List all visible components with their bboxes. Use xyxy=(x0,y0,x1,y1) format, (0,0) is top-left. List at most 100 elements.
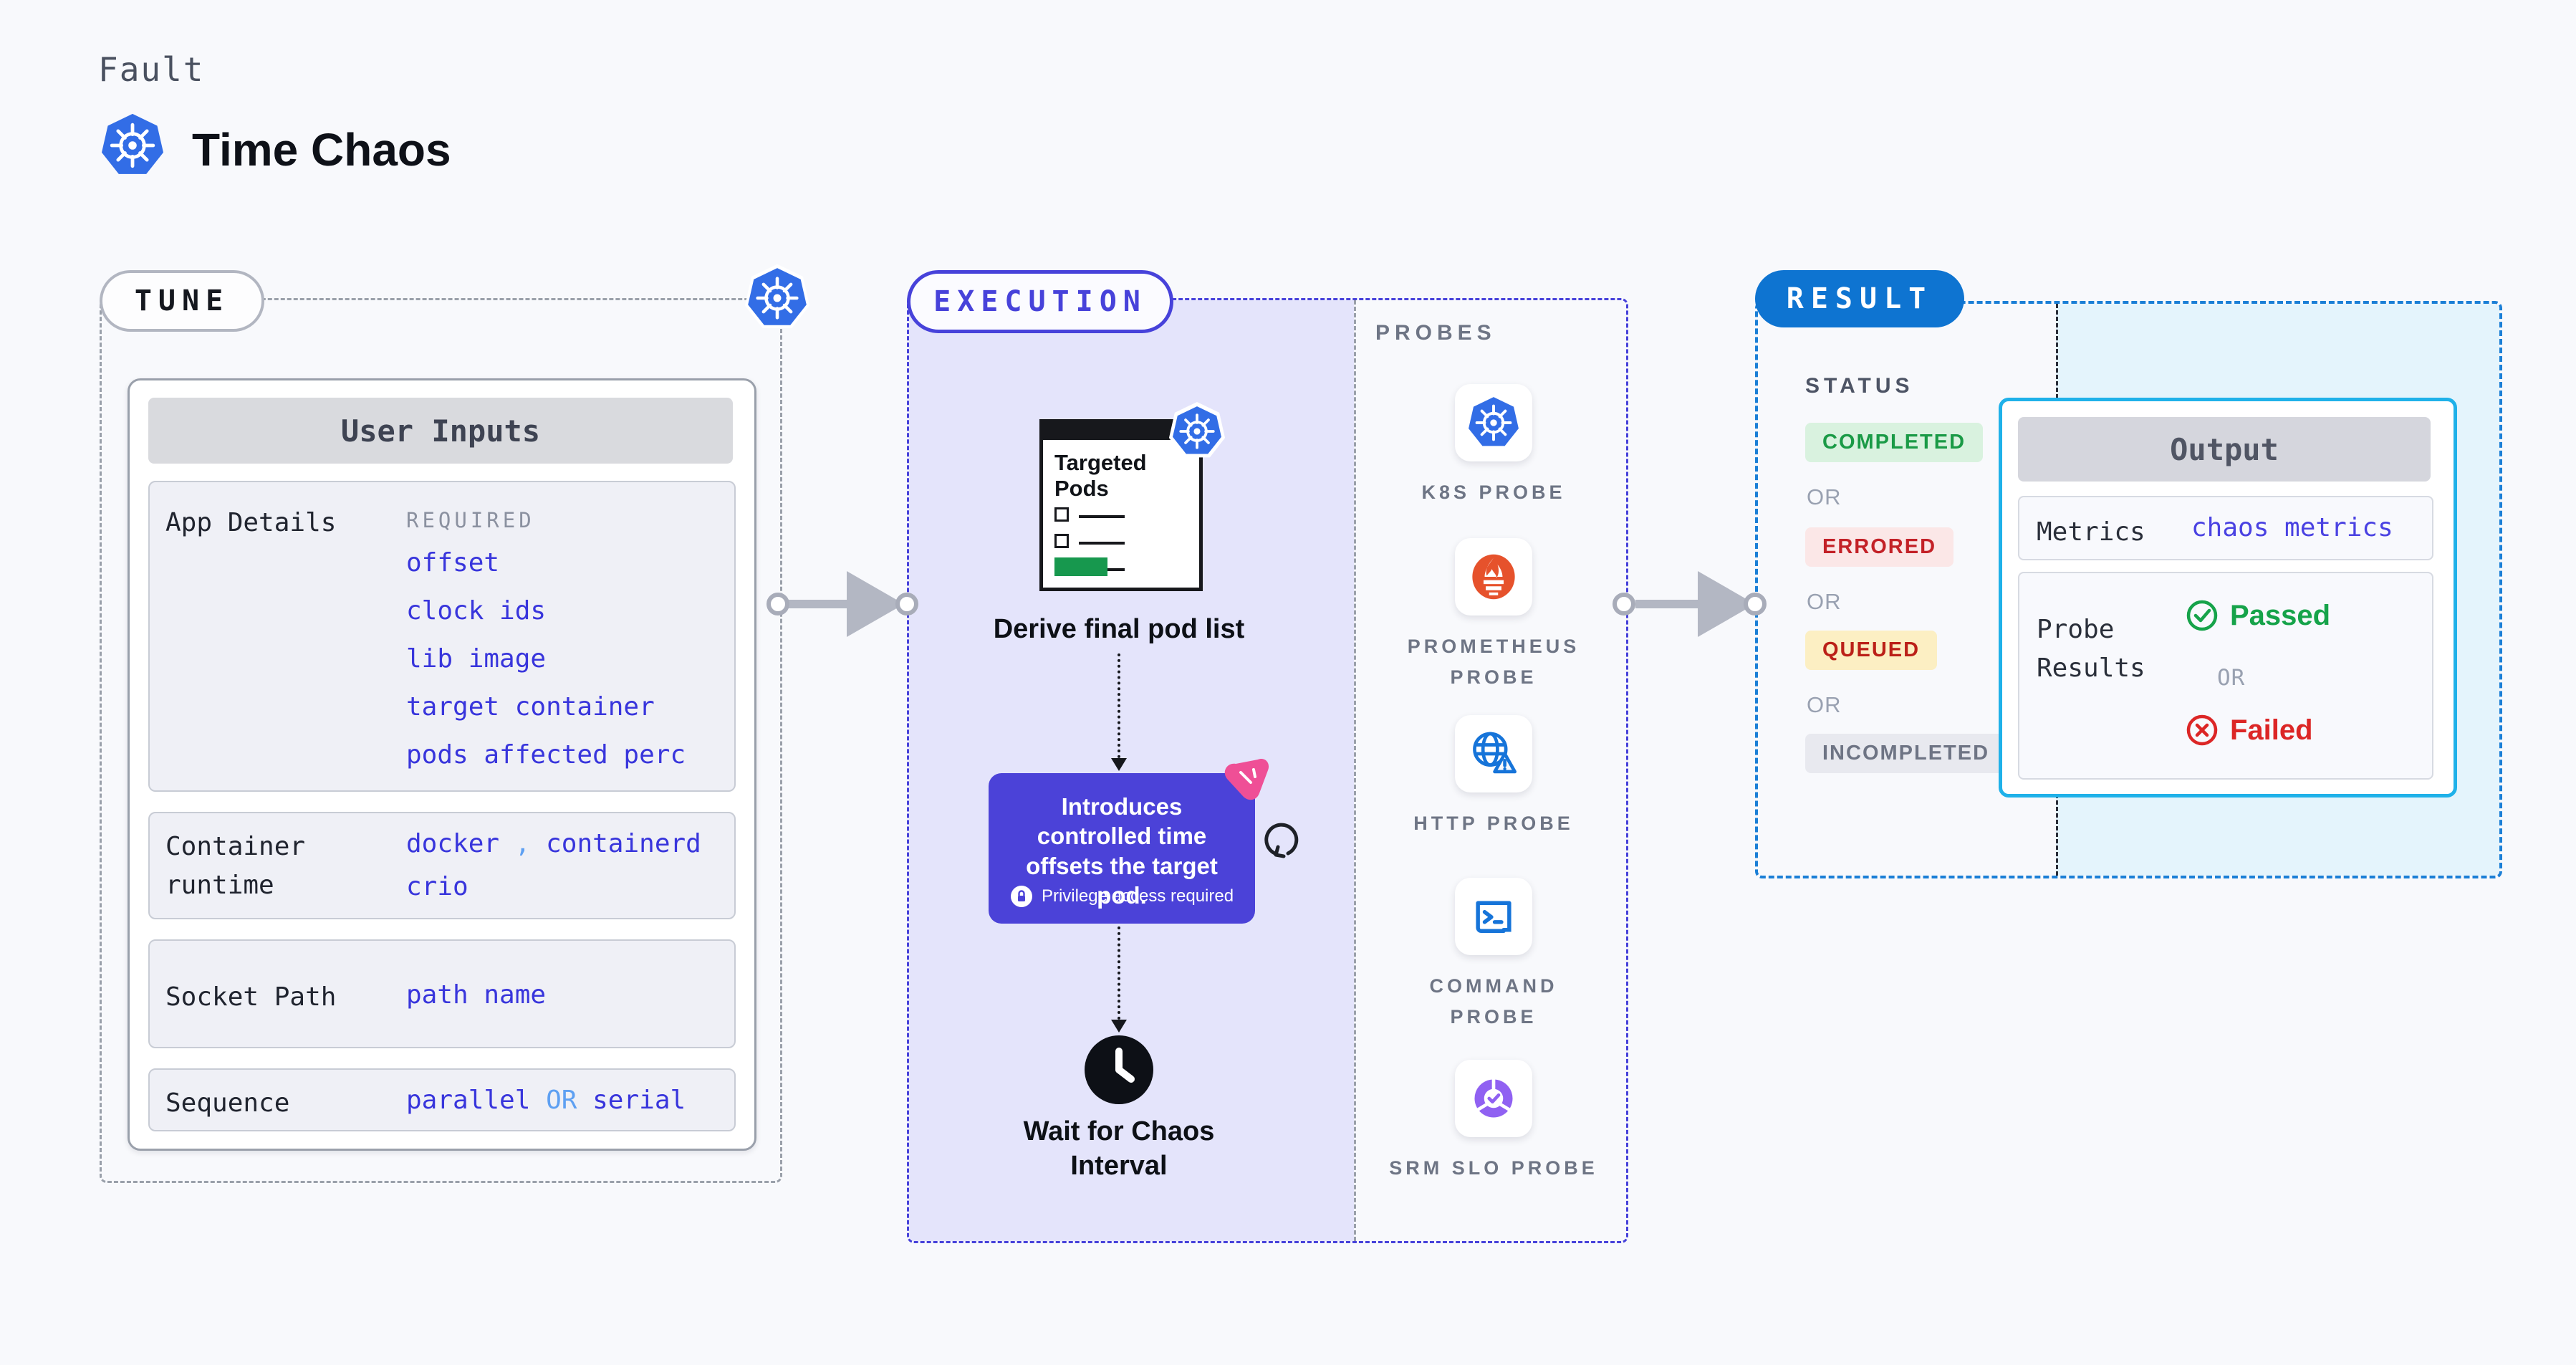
passed-label: Passed xyxy=(2230,599,2331,631)
flow-connector xyxy=(1118,653,1120,758)
sequence-row: Sequence parallel OR serial xyxy=(148,1068,736,1131)
container-runtime-row: Container runtime docker , containerd cr… xyxy=(148,812,736,919)
http-globe-icon xyxy=(1473,732,1517,774)
or-separator: OR xyxy=(2217,665,2246,691)
failed-indicator: Failed xyxy=(2186,714,2313,747)
status-heading: STATUS xyxy=(1805,374,1914,398)
execution-pill-label: EXECUTION xyxy=(933,285,1147,318)
connector-dot xyxy=(1613,593,1635,616)
result-pill-label: RESULT xyxy=(1786,282,1933,315)
or-separator: OR xyxy=(1807,589,1842,614)
runtime-crio[interactable]: crio xyxy=(406,872,468,901)
socket-path-value[interactable]: path name xyxy=(406,980,547,1010)
metrics-value[interactable]: chaos metrics xyxy=(2191,513,2393,542)
sequence-value[interactable]: parallel OR serial xyxy=(406,1086,686,1115)
probe-results-row: Probe Results Passed OR Failed xyxy=(2018,572,2433,780)
runtime-docker[interactable]: docker xyxy=(406,829,500,858)
metrics-label: Metrics xyxy=(2037,517,2145,547)
checkbox-icon xyxy=(1054,534,1069,548)
derive-pod-list-label: Derive final pod list xyxy=(993,614,1245,644)
failed-label: Failed xyxy=(2230,714,2313,746)
required-tag: REQUIRED xyxy=(406,508,535,532)
fault-eyebrow: Fault xyxy=(98,50,205,89)
srm-slo-icon xyxy=(1474,1078,1513,1118)
status-badge-completed: COMPLETED xyxy=(1805,423,1984,462)
runtime-values-line1[interactable]: docker , containerd xyxy=(406,829,701,858)
flow-connector xyxy=(1118,926,1120,1020)
app-details-row: App Details REQUIRED offset clock ids li… xyxy=(148,481,736,792)
probe-tile xyxy=(1455,715,1532,792)
or-separator: OR xyxy=(1807,484,1842,509)
kubernetes-icon xyxy=(98,111,167,180)
status-badge-errored: ERRORED xyxy=(1805,527,1954,567)
probes-divider xyxy=(1354,300,1356,1241)
or-separator: OR xyxy=(1807,692,1842,717)
probe-http: HTTP PROBE xyxy=(1383,715,1605,839)
probe-label: SRM SLO PROBE xyxy=(1389,1157,1598,1179)
arrow-head xyxy=(847,571,904,637)
wait-interval-label: Wait for Chaos Interval xyxy=(1023,1116,1215,1181)
link-lib-image[interactable]: lib image xyxy=(406,644,547,674)
probe-tile xyxy=(1455,1060,1532,1137)
probe-tile xyxy=(1455,878,1532,955)
loop-icon xyxy=(1264,823,1299,858)
runtime-containerd[interactable]: containerd xyxy=(546,829,701,858)
user-inputs-title: User Inputs xyxy=(340,413,541,449)
probes-heading: PROBES xyxy=(1375,321,1496,345)
tooltip-text: Introduces controlled time offsets the t… xyxy=(1026,793,1218,909)
tune-pill: TUNE xyxy=(100,270,264,332)
checkbox-icon xyxy=(1054,507,1069,522)
socket-path-row: Socket Path path name xyxy=(148,939,736,1048)
arrow-execution-to-result xyxy=(1635,600,1700,608)
status-badge-incompleted: INCOMPLETED xyxy=(1805,734,2007,773)
x-circle-icon xyxy=(2186,714,2218,746)
fault-tooltip: Introduces controlled time offsets the t… xyxy=(989,773,1255,924)
tooltip-badge-row: Privilege access required xyxy=(989,885,1255,908)
flow-arrow-head xyxy=(1111,758,1127,771)
kubernetes-icon xyxy=(744,264,810,328)
connector-dot xyxy=(1744,593,1767,616)
probe-prometheus: PROMETHEUS PROBE xyxy=(1383,538,1605,693)
result-pill: RESULT xyxy=(1755,270,1964,327)
probe-label: HTTP PROBE xyxy=(1413,813,1574,834)
list-line xyxy=(1079,515,1125,518)
tune-section xyxy=(100,298,782,1183)
probe-srm-slo: SRM SLO PROBE xyxy=(1383,1060,1605,1184)
probe-tile xyxy=(1455,538,1532,616)
clock-icon xyxy=(1085,1035,1153,1104)
terminal-icon xyxy=(1476,901,1512,934)
kubernetes-icon xyxy=(1168,402,1226,458)
probe-command: COMMAND PROBE xyxy=(1383,878,1605,1033)
passed-indicator: Passed xyxy=(2186,599,2330,632)
check-circle-icon xyxy=(2186,600,2218,631)
probe-k8s: K8S PROBE xyxy=(1383,384,1605,508)
link-pods-affected-perc[interactable]: pods affected perc xyxy=(406,740,686,770)
output-card: Output Metrics chaos metrics Probe Resul… xyxy=(1999,398,2457,798)
probe-label: K8S PROBE xyxy=(1421,482,1566,503)
app-details-label: App Details xyxy=(165,508,337,537)
flow-arrow-head xyxy=(1111,1020,1127,1033)
connector-dot xyxy=(895,593,918,616)
targeted-pods-title: Targeted Pods xyxy=(1054,450,1147,501)
link-offset[interactable]: offset xyxy=(406,548,500,578)
container-runtime-label: Container runtime xyxy=(165,832,306,900)
status-badge-queued: QUEUED xyxy=(1805,631,1938,670)
link-clock-ids[interactable]: clock ids xyxy=(406,596,547,626)
output-title: Output xyxy=(2170,431,2279,467)
user-inputs-header: User Inputs xyxy=(148,398,733,464)
probe-results-label: Probe Results xyxy=(2037,615,2145,683)
runtime-comma: , xyxy=(514,829,531,858)
probe-label: COMMAND PROBE xyxy=(1429,975,1558,1028)
user-inputs-card: User Inputs App Details REQUIRED offset … xyxy=(128,378,756,1151)
sequence-serial[interactable]: serial xyxy=(592,1086,686,1115)
link-target-container[interactable]: target container xyxy=(406,692,655,722)
tune-pill-label: TUNE xyxy=(134,284,230,317)
output-header: Output xyxy=(2018,417,2431,482)
sequence-parallel[interactable]: parallel xyxy=(406,1086,531,1115)
list-line xyxy=(1079,542,1125,545)
sequence-or: OR xyxy=(546,1086,577,1115)
execution-pill: EXECUTION xyxy=(907,270,1173,333)
probe-label: PROMETHEUS PROBE xyxy=(1407,636,1580,689)
socket-path-label: Socket Path xyxy=(165,982,337,1012)
